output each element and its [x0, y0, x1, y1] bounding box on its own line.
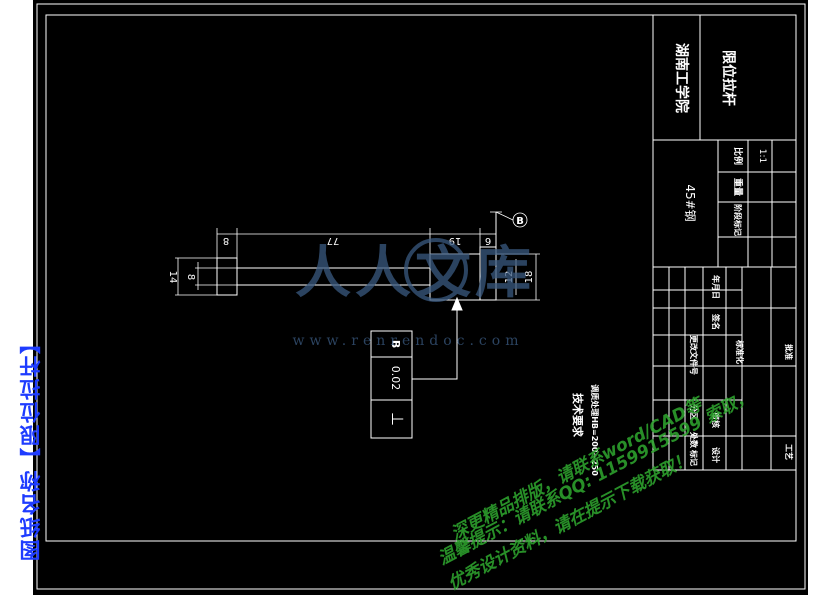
- dim-19: 19: [449, 235, 462, 246]
- dimension-lines: [175, 211, 540, 301]
- standard-label: 标准化: [735, 339, 745, 364]
- watermark-brand: 人人文库: [295, 241, 535, 306]
- dim-18: 18: [524, 271, 535, 284]
- outer-border: [36, 3, 806, 590]
- tech-notes-title: 技术要求: [571, 393, 585, 438]
- dim-8-vertical: 8: [185, 274, 196, 280]
- drawing-name-label: 图纸名称【限位拉杆】: [19, 331, 43, 561]
- perpendicularity-symbol: ⊥: [388, 412, 407, 426]
- watermark-logo: 人人文库 www.renrendoc.com: [293, 238, 535, 349]
- dim-mid-length: 77: [327, 235, 340, 246]
- scale-label: 比例: [732, 147, 744, 165]
- material-label: 45#钢: [683, 184, 697, 221]
- count-label: 处数: [689, 431, 699, 449]
- process-label: 工艺: [784, 444, 794, 460]
- review-label: 审核: [711, 412, 721, 428]
- part-name: 限位拉杆: [720, 50, 737, 106]
- scale-value: 1:1: [757, 149, 767, 163]
- part-outline: [216, 212, 497, 301]
- tolerance-value: 0.02: [389, 366, 402, 391]
- sign-label: 签名: [711, 313, 721, 330]
- tolerance-datum: B: [389, 340, 402, 348]
- tech-notes-line1: 调质处理HB=200~250: [590, 384, 600, 476]
- datum-b-label: B: [516, 216, 524, 227]
- dim-left-length: 8: [223, 235, 229, 246]
- dim-6: 6: [485, 235, 491, 246]
- title-block: [652, 15, 796, 471]
- school-name: 湖南工学院: [673, 43, 690, 113]
- change-doc-label: 更改文件号: [689, 335, 699, 375]
- zone-label: 分区: [689, 404, 699, 420]
- dim-14: 14: [167, 271, 178, 284]
- mark-label: 标记: [689, 449, 699, 466]
- weight-label: 重量: [732, 178, 744, 196]
- tolerance-frame: [370, 296, 463, 439]
- date-label: 年月日: [711, 275, 721, 299]
- approve-label: 批准: [784, 344, 794, 360]
- design-label: 设计: [711, 447, 721, 463]
- stage-mark-label: 阶段标记: [733, 204, 743, 236]
- watermark-url: www.renrendoc.com: [293, 333, 524, 349]
- dim-12: 12: [504, 271, 515, 284]
- inner-frame: [45, 14, 797, 542]
